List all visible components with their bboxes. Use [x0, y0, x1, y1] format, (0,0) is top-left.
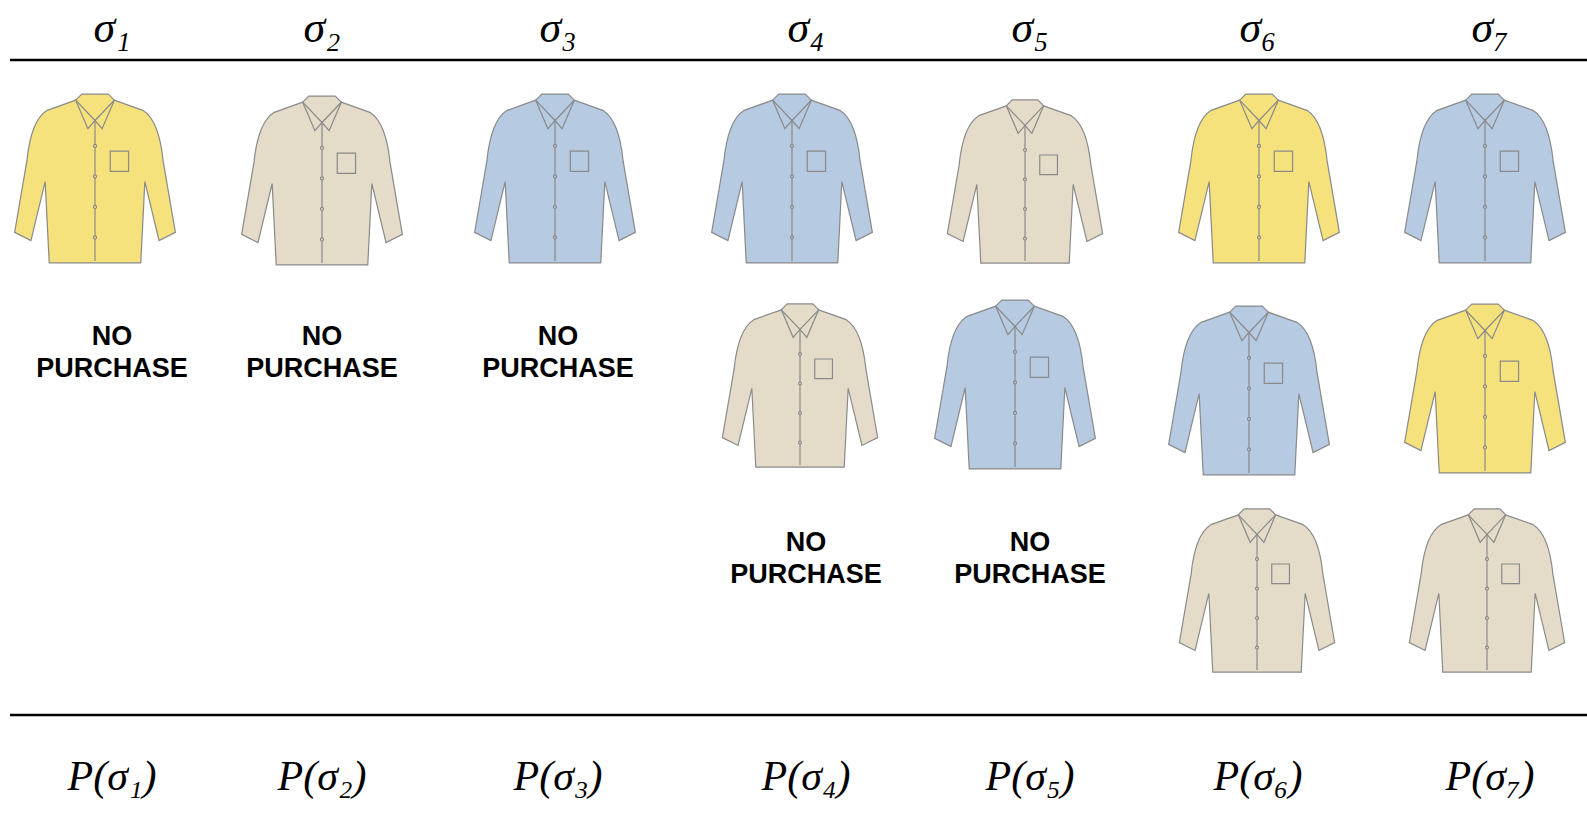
top-rule: [10, 59, 1587, 62]
probability-label: P(σ₅): [986, 755, 1075, 797]
probability-label: P(σ₃): [514, 755, 603, 797]
probability-label: P(σ₆): [1214, 755, 1303, 797]
column-header: σ₄: [788, 6, 825, 50]
no-purchase-label: NO PURCHASE: [246, 320, 398, 385]
shirt-figures: [15, 94, 1566, 672]
probability-label: P(σ₁): [68, 755, 157, 797]
probability-label: P(σ₂): [278, 755, 367, 797]
probability-label: P(σ₄): [762, 755, 851, 797]
column-header: σ₁: [94, 6, 131, 50]
no-purchase-label: NO PURCHASE: [482, 320, 634, 385]
column-header: σ₇: [1472, 6, 1509, 50]
column-header: σ₃: [540, 6, 577, 50]
bottom-rule: [10, 714, 1587, 717]
no-purchase-label: NO PURCHASE: [730, 526, 882, 591]
column-header: σ₆: [1240, 6, 1277, 50]
column-header: σ₂: [304, 6, 341, 50]
no-purchase-label: NO PURCHASE: [36, 320, 188, 385]
probability-label: P(σ₇): [1446, 755, 1535, 797]
no-purchase-label: NO PURCHASE: [954, 526, 1106, 591]
column-header: σ₅: [1012, 6, 1049, 50]
